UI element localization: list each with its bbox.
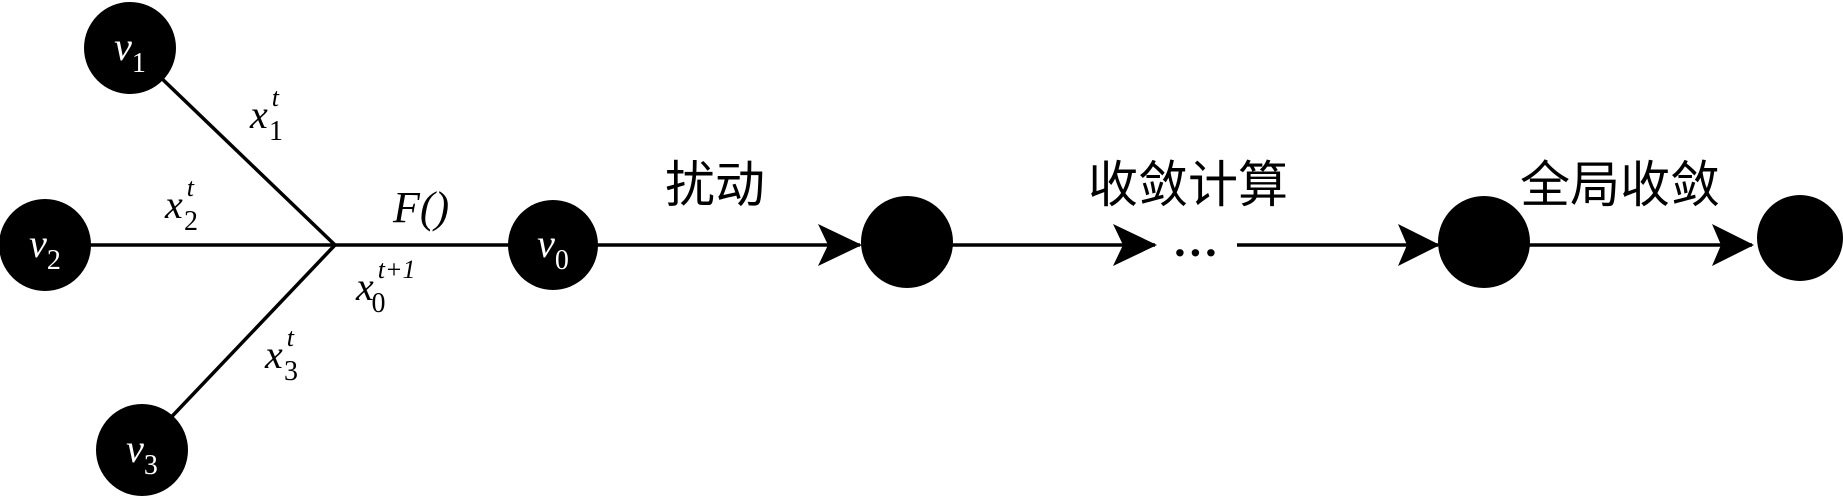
node-v2-sub: 2	[47, 245, 61, 276]
node-v0-base: v	[537, 221, 555, 266]
svg-text:v0: v0	[537, 221, 569, 276]
arrowhead-to-ellipsis	[1113, 224, 1157, 266]
edge-v1-junction	[128, 46, 337, 247]
svg-text:v2: v2	[29, 221, 61, 276]
svg-text:v1: v1	[114, 24, 146, 79]
node-global-converge	[1757, 195, 1843, 281]
node-v1-sub: 1	[132, 48, 146, 79]
node-v0-sub: 0	[555, 245, 569, 276]
node-v0: v0	[508, 200, 598, 290]
node-v1-base: v	[114, 24, 132, 69]
node-v1: v1	[84, 2, 176, 94]
node-v2: v2	[0, 199, 91, 291]
arrowhead-global-converge	[1712, 224, 1754, 266]
function-label: F()	[392, 183, 449, 232]
node-after-converge-compute	[1438, 196, 1530, 288]
stage-label-perturb: 扰动	[665, 156, 765, 214]
node-v2-base: v	[29, 221, 47, 266]
svg-text:v3: v3	[126, 426, 158, 481]
node-v3-base: v	[126, 426, 144, 471]
stage-label-global-converge: 全局收敛	[1520, 156, 1720, 214]
ellipsis: …	[1174, 215, 1220, 266]
arrowhead-converge-compute	[1398, 224, 1440, 266]
arrowhead-perturb	[818, 224, 862, 266]
node-v3-sub: 3	[144, 450, 158, 481]
stage-label-converge-compute: 收敛计算	[1088, 156, 1288, 214]
node-after-perturb	[861, 196, 953, 288]
node-v3: v3	[96, 404, 188, 496]
